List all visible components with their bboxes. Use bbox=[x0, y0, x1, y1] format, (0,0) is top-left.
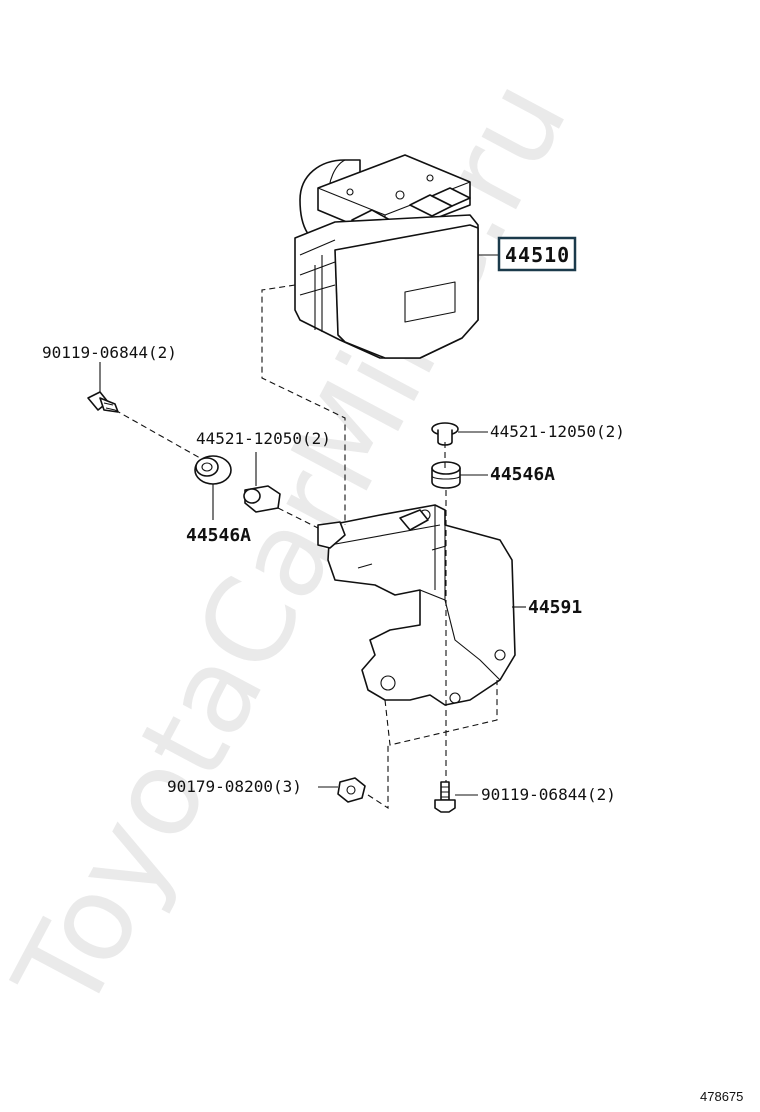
bracket-drawing bbox=[317, 504, 516, 706]
collar-right-drawing bbox=[431, 422, 459, 446]
leader-lines bbox=[99, 254, 526, 796]
assembly-lines bbox=[114, 284, 498, 810]
grommet-left-drawing bbox=[194, 455, 232, 485]
callout-collar-left[interactable]: 44521-12050(2) bbox=[196, 429, 331, 448]
callout-nut-bottom[interactable]: 90179-08200(3) bbox=[167, 777, 302, 796]
diagram-reference-number: 478675 bbox=[700, 1089, 743, 1104]
callout-grommet-right[interactable]: 44546A bbox=[490, 464, 555, 485]
collar-left-drawing bbox=[243, 485, 281, 513]
watermark-text: ToyotaCarMine.ru bbox=[0, 58, 594, 1034]
abs-actuator-drawing bbox=[294, 154, 479, 359]
bolt-top-left-drawing bbox=[87, 391, 119, 413]
callout-bracket[interactable]: 44591 bbox=[528, 597, 582, 618]
grommet-right-drawing bbox=[431, 461, 461, 489]
bolt-bottom-drawing bbox=[434, 781, 456, 813]
callout-bolt-bottom[interactable]: 90119-06844(2) bbox=[481, 785, 616, 804]
callout-collar-right[interactable]: 44521-12050(2) bbox=[490, 422, 625, 441]
callout-bolt-top-left[interactable]: 90119-06844(2) bbox=[42, 343, 177, 362]
nut-bottom-drawing bbox=[337, 777, 366, 803]
callout-abs-actuator[interactable]: 44510 bbox=[505, 243, 570, 267]
abs-actuator-label-box bbox=[497, 236, 577, 272]
callout-grommet-left[interactable]: 44546A bbox=[186, 525, 251, 546]
